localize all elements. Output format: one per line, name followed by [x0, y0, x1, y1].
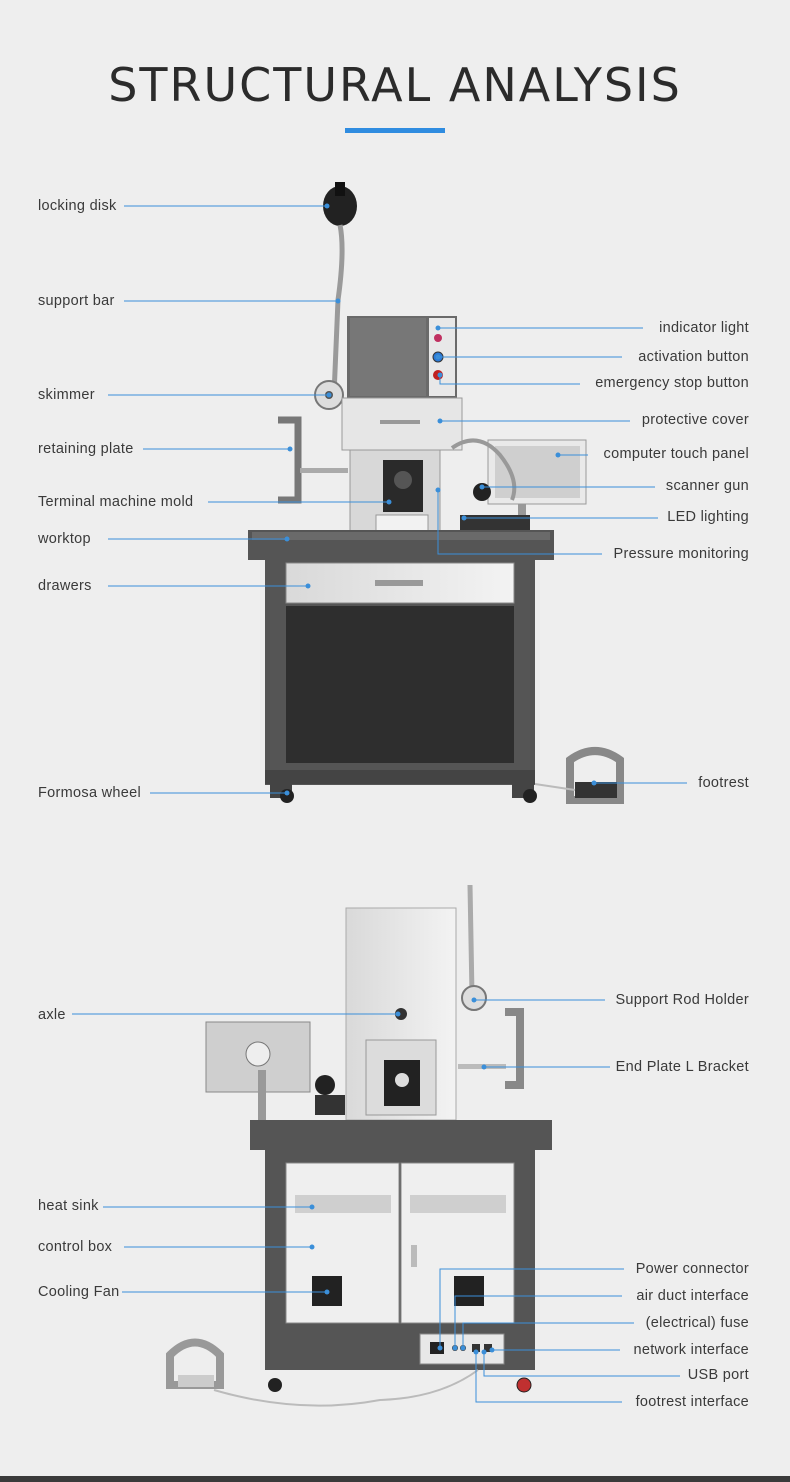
label-electrical-fuse: (electrical) fuse — [645, 1315, 749, 1331]
label-scanner-gun: scanner gun — [665, 478, 749, 494]
label-locking-disk: locking disk — [38, 198, 117, 214]
label-emergency-stop-button: emergency stop button — [595, 375, 749, 391]
bottom-border — [0, 1476, 790, 1482]
label-cooling-fan: Cooling Fan — [38, 1284, 120, 1300]
label-heat-sink: heat sink — [38, 1198, 99, 1214]
label-led-lighting: LED lighting — [667, 509, 749, 525]
label-protective-cover: protective cover — [641, 412, 749, 428]
label-indicator-light: indicator light — [659, 320, 749, 336]
label-footrest-interface: footrest interface — [635, 1394, 749, 1410]
label-axle: axle — [38, 1007, 66, 1023]
label-support-bar: support bar — [38, 293, 115, 309]
label-end-plate-l-bracket: End Plate L Bracket — [615, 1059, 749, 1075]
label-power-connector: Power connector — [635, 1261, 749, 1277]
label-drawers: drawers — [38, 578, 92, 594]
label-footrest: footrest — [698, 775, 749, 791]
locking-disk-shape — [323, 186, 357, 226]
label-formosa-wheel: Formosa wheel — [38, 785, 142, 801]
support-bar-shape — [331, 224, 345, 396]
title-underline — [345, 128, 445, 133]
label-support-rod-holder: Support Rod Holder — [615, 992, 749, 1008]
leader-lines-back — [72, 999, 680, 1403]
label-retaining-plate: retaining plate — [38, 441, 134, 457]
leader-dots-back — [309, 997, 495, 1355]
label-air-duct-interface: air duct interface — [636, 1288, 749, 1304]
front-machine — [248, 182, 624, 804]
back-machine — [166, 884, 552, 1407]
label-worktop: worktop — [38, 531, 91, 547]
leader-lines-front — [108, 205, 687, 794]
label-terminal-machine-mold: Terminal machine mold — [38, 494, 194, 510]
label-usb-port: USB port — [687, 1367, 749, 1383]
label-network-interface: network interface — [633, 1342, 749, 1358]
page-title: STRUCTURAL ANALYSIS — [108, 58, 682, 112]
label-computer-touch-panel: computer touch panel — [603, 446, 749, 462]
leader-dots-front — [284, 203, 597, 796]
label-pressure-monitoring: Pressure monitoring — [613, 546, 749, 562]
label-control-box: control box — [38, 1239, 113, 1255]
label-skimmer: skimmer — [38, 387, 95, 403]
label-activation-button: activation button — [638, 349, 749, 365]
